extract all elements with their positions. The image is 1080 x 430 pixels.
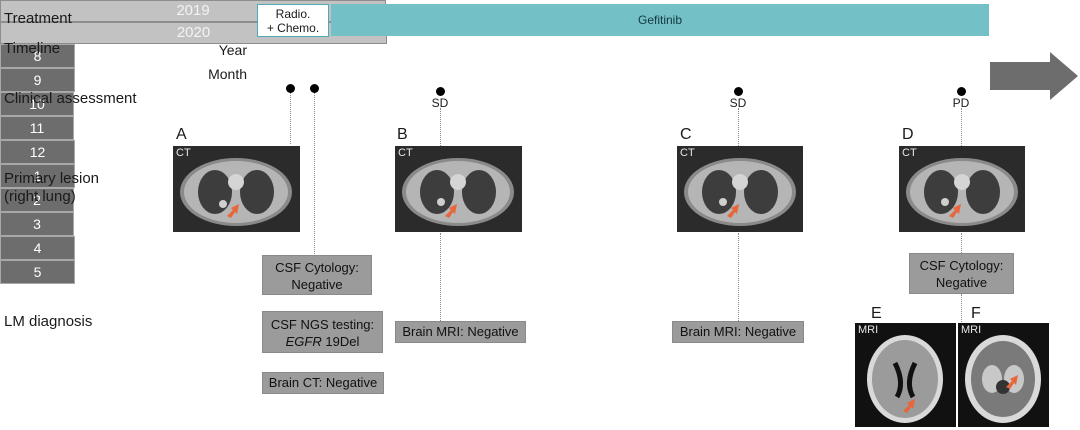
- row-label-primary-line2: (right lung): [4, 188, 76, 205]
- row-label-primary-lesion: Primary lesion (right lung): [4, 170, 99, 206]
- panel-letter-f: F: [971, 305, 981, 322]
- connector-line-b-top: [440, 108, 441, 146]
- mri-tag-e: MRI: [858, 324, 879, 336]
- ct-scan-c: CT: [677, 146, 803, 232]
- ct-tag-a: CT: [176, 147, 191, 159]
- month-3: 3: [0, 212, 74, 236]
- ct-tag-c: CT: [680, 147, 695, 159]
- assessment-label-sd-feb: SD: [729, 96, 747, 110]
- csf-ngs-title: CSF NGS testing:: [270, 317, 375, 332]
- month-2: 2: [0, 188, 74, 212]
- row-label-treatment: Treatment: [4, 10, 72, 27]
- mri-scan-e-image: [867, 335, 943, 423]
- month-10: 10: [0, 92, 74, 116]
- panel-letter-c: C: [680, 126, 692, 143]
- mri-tag-f: MRI: [961, 324, 982, 336]
- connector-line-c-bottom: [738, 233, 739, 321]
- connector-line-d-mid: [961, 233, 962, 253]
- row-label-timeline: Timeline: [4, 40, 61, 57]
- connector-line-b-bottom: [440, 233, 441, 321]
- csf-ngs-box: CSF NGS testing: EGFR 19Del: [262, 311, 383, 353]
- ct-scan-b-image: [402, 158, 514, 226]
- brain-mri-box-feb: Brain MRI: Negative: [672, 321, 804, 343]
- ct-scan-d: CT: [899, 146, 1025, 232]
- month-4: 4: [0, 236, 75, 260]
- egfr-gene: EGFR: [285, 334, 322, 349]
- gefitinib-bar: Gefitinib: [331, 4, 989, 36]
- connector-line-a: [290, 92, 291, 144]
- assessment-label-pd-may: PD: [952, 96, 970, 110]
- csf-cytology-title-may: CSF Cytology:: [919, 258, 1004, 273]
- egfr-variant: 19Del: [321, 334, 360, 349]
- ct-scan-b: CT: [395, 146, 522, 232]
- brain-ct-box: Brain CT: Negative: [262, 372, 384, 394]
- brain-mri-box-oct: Brain MRI: Negative: [395, 321, 526, 343]
- row-label-lm-diagnosis: LM diagnosis: [4, 313, 93, 330]
- month-12: 12: [0, 140, 75, 164]
- month-11: 11: [0, 116, 74, 140]
- ct-scan-a: CT: [173, 146, 300, 232]
- month-5: 5: [0, 260, 75, 284]
- ct-scan-c-image: [684, 158, 796, 226]
- mri-scan-f: MRI: [958, 323, 1049, 427]
- csf-cytology-result-aug: Negative: [291, 277, 343, 292]
- assessment-dot-may: [957, 87, 966, 96]
- row-label-clinical-assessment: Clinical assessment: [4, 90, 137, 107]
- connector-line-csf: [314, 92, 315, 254]
- csf-cytology-title-aug: CSF Cytology:: [275, 260, 359, 275]
- month-row-label: Month: [208, 66, 247, 82]
- ct-scan-d-image: [906, 158, 1018, 226]
- row-label-primary-line1: Primary lesion: [4, 170, 100, 187]
- csf-cytology-box-aug: CSF Cytology: Negative: [262, 255, 372, 295]
- panel-letter-d: D: [902, 126, 914, 143]
- mri-scan-f-image: [965, 335, 1041, 423]
- ct-tag-b: CT: [398, 147, 413, 159]
- panel-letter-e: E: [871, 305, 882, 322]
- csf-cytology-box-may: CSF Cytology: Negative: [909, 253, 1014, 294]
- assessment-label-sd-oct: SD: [431, 96, 449, 110]
- panel-letter-b: B: [397, 126, 408, 143]
- radio-label: Radio.: [275, 7, 311, 21]
- radio-chemo-bar: Radio. + Chemo.: [257, 4, 329, 37]
- mri-scan-e: MRI: [855, 323, 956, 427]
- month-9: 9: [0, 68, 75, 92]
- ct-tag-d: CT: [902, 147, 917, 159]
- assessment-dot-aug-2: [310, 84, 319, 93]
- connector-line-d-bottom: [961, 294, 962, 322]
- assessment-dot-feb: [734, 87, 743, 96]
- month-1: 1: [0, 164, 75, 188]
- connector-line-c-top: [738, 108, 739, 146]
- year-row-label: Year: [218, 42, 247, 58]
- ct-scan-a-image: [180, 158, 292, 226]
- connector-line-d-top: [961, 108, 962, 146]
- csf-cytology-result-may: Negative: [935, 275, 988, 290]
- assessment-dot-aug-1: [286, 84, 295, 93]
- timeline-arrow-icon: [990, 52, 1078, 100]
- csf-ngs-result: EGFR 19Del: [263, 333, 382, 350]
- assessment-dot-oct: [436, 87, 445, 96]
- chemo-label: + Chemo.: [266, 21, 320, 35]
- panel-letter-a: A: [176, 126, 187, 143]
- month-8: 8: [0, 44, 75, 68]
